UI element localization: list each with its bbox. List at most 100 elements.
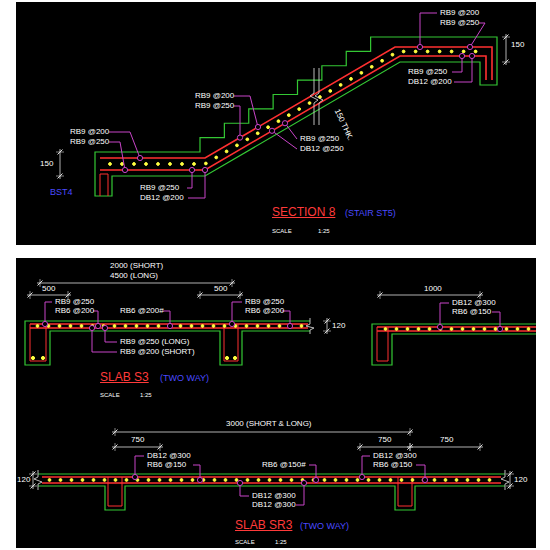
rebar-dot (488, 479, 491, 482)
break-line (315, 68, 323, 125)
leader-circle (437, 324, 442, 329)
slab-outline (372, 324, 536, 365)
dimension-tick (508, 472, 513, 477)
dimension-line (197, 295, 243, 296)
bottom-rebar (100, 56, 486, 170)
dimension-tick (28, 293, 33, 298)
rebar-dot (225, 150, 228, 153)
rebar-dot (267, 126, 270, 129)
scale-label: SCALE (100, 392, 120, 398)
beam-stirrup (108, 477, 122, 506)
rebar-dot (58, 325, 61, 328)
rebar-dot (224, 479, 227, 482)
rebar-dot (212, 325, 215, 328)
dimension-line (112, 432, 413, 433)
rebar-dot (246, 138, 249, 141)
rebar-callout: RB9 @250 (195, 102, 234, 110)
rebar-dot (472, 328, 475, 331)
rebar-dot (157, 325, 160, 328)
rebar-dot (474, 50, 477, 53)
rebar-dot (450, 50, 453, 53)
leader-circle (132, 474, 137, 479)
rebar-dot (329, 90, 332, 93)
rebar-dot (389, 479, 392, 482)
rebar-dot (516, 328, 519, 331)
rebar-callout: RB6 @200# (120, 307, 164, 315)
dimension-text: 500 (214, 285, 227, 293)
rebar-dot (169, 479, 172, 482)
rebar-dot (236, 144, 239, 147)
rebar-dot (113, 325, 116, 328)
dimension-line (377, 295, 483, 296)
dimension-text: 750 (378, 436, 391, 444)
rebar-callout: DB12 @300 (147, 452, 191, 460)
rebar-dot (124, 325, 127, 328)
rebar-dot (370, 65, 373, 68)
dimension-line (407, 447, 483, 448)
leader-circle (469, 53, 474, 58)
break-line (306, 318, 314, 334)
section-title: SECTION 8 (272, 206, 335, 218)
rebar-dot (215, 156, 218, 159)
dimension-tick (198, 293, 203, 298)
leader-circle (102, 325, 107, 330)
dimension-tick (478, 445, 483, 450)
dimension-line (506, 34, 507, 65)
rebar-dot (290, 479, 293, 482)
slab-title: SLAB S3 (100, 371, 149, 383)
leader-line (454, 56, 472, 82)
beam-stirrup (377, 327, 388, 361)
rebar-dot (135, 325, 138, 328)
rebar-dot (48, 479, 51, 482)
rebar-dot (444, 479, 447, 482)
rebar-dot (181, 163, 184, 166)
dimension-text: 1000 (424, 285, 442, 293)
rebar-dot (179, 325, 182, 328)
leader-line (109, 132, 140, 158)
rebar-callout: RB6 @150# (262, 461, 306, 469)
beam-stirrup (398, 477, 412, 506)
rebar-callout: RB9 @200 (440, 9, 479, 17)
rebar-dot (121, 163, 124, 166)
rebar-callout: RB9 @250 (300, 135, 339, 143)
dimension-tick (158, 445, 163, 450)
rebar-dot (36, 325, 39, 328)
leader-circle (417, 44, 422, 49)
rebar-callout: RB9 @250 (70, 138, 109, 146)
leader-circle (422, 477, 427, 482)
dimension-text: 120 (17, 476, 30, 484)
rebar-dot (414, 50, 417, 53)
rebar-dot (455, 479, 458, 482)
dimension-tick (408, 430, 413, 435)
rebar-dot (191, 479, 194, 482)
rebar-callout: RB9 @250 (408, 68, 447, 76)
rebar-callout: RB6 @200 (55, 307, 94, 315)
leader-circle (237, 480, 242, 485)
dimension-text: 500 (42, 285, 55, 293)
rebar-dot (384, 328, 387, 331)
drawing-panel (16, 258, 536, 548)
dimension-text: 150 (40, 160, 53, 168)
dimension-tick (38, 281, 43, 286)
dimension-tick (504, 60, 509, 65)
leader-line (109, 142, 125, 170)
leader-circle (167, 323, 172, 328)
rebar-dot (147, 479, 150, 482)
rebar-dot (356, 479, 359, 482)
dimension-text: 120 (332, 322, 345, 330)
leader-circle (497, 326, 502, 331)
dimension-tick (358, 445, 363, 450)
rebar-dot (426, 50, 429, 53)
beam-bar (41, 356, 44, 359)
leader-circle (459, 53, 464, 58)
rebar-dot (462, 50, 465, 53)
beam-bar (233, 356, 236, 359)
leader-circle (189, 167, 194, 172)
top-rebar (377, 326, 536, 327)
rebar-callout: DB12 @200 (140, 194, 184, 202)
rebar-dot (193, 163, 196, 166)
rebar-dot (350, 77, 353, 80)
dimension-tick (58, 150, 63, 155)
